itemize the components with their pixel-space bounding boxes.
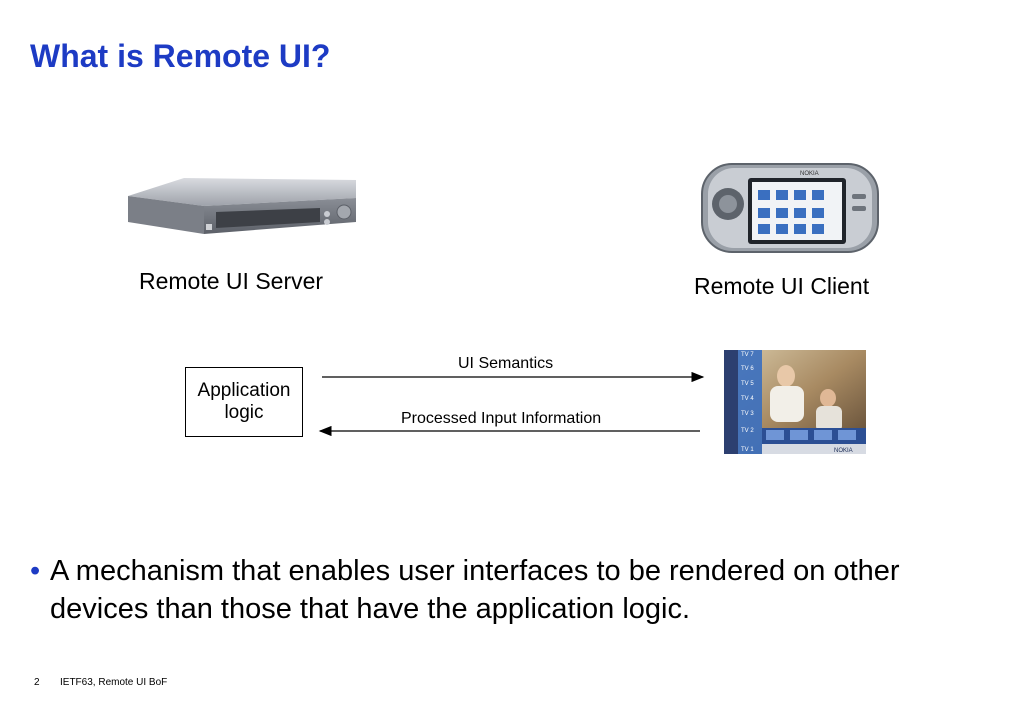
processed-input-label: Processed Input Information — [401, 410, 602, 427]
ui-semantics-label: UI Semantics — [458, 355, 554, 372]
tv-channel-1: TV 1 — [741, 447, 754, 453]
application-logic-line-2: logic — [224, 402, 264, 423]
tv-channel-4: TV 4 — [741, 396, 754, 402]
remote-ui-client-label: Remote UI Client — [694, 273, 870, 299]
bullet-text: A mechanism that enables user interfaces… — [50, 555, 900, 625]
tv-brand-logo: NOKIA — [834, 448, 853, 454]
set-top-box-image — [128, 178, 356, 234]
footer-text: IETF63, Remote UI BoF — [60, 677, 168, 688]
tv-channel-3: TV 3 — [741, 411, 754, 417]
bullet-marker: • — [30, 555, 41, 587]
bullet-point: • A mechanism that enables user interfac… — [30, 552, 990, 628]
tv-channel-7: TV 7 — [741, 352, 754, 358]
application-logic-box: Application logic — [185, 367, 303, 437]
slide-title: What is Remote UI? — [30, 38, 331, 74]
tv-channel-5: TV 5 — [741, 381, 754, 387]
tv-screen-image: TV 7 TV 6 TV 5 TV 4 TV 3 TV 2 TV 1 NOKIA — [724, 350, 866, 454]
application-logic-line-1: Application — [197, 380, 291, 401]
tv-channel-2: TV 2 — [741, 428, 754, 434]
handheld-device-image: NOKIA — [701, 163, 879, 253]
tv-channel-6: TV 6 — [741, 366, 754, 372]
remote-ui-server-label: Remote UI Server — [139, 268, 324, 294]
page-number: 2 — [34, 677, 40, 688]
phone-brand-logo: NOKIA — [800, 171, 819, 177]
